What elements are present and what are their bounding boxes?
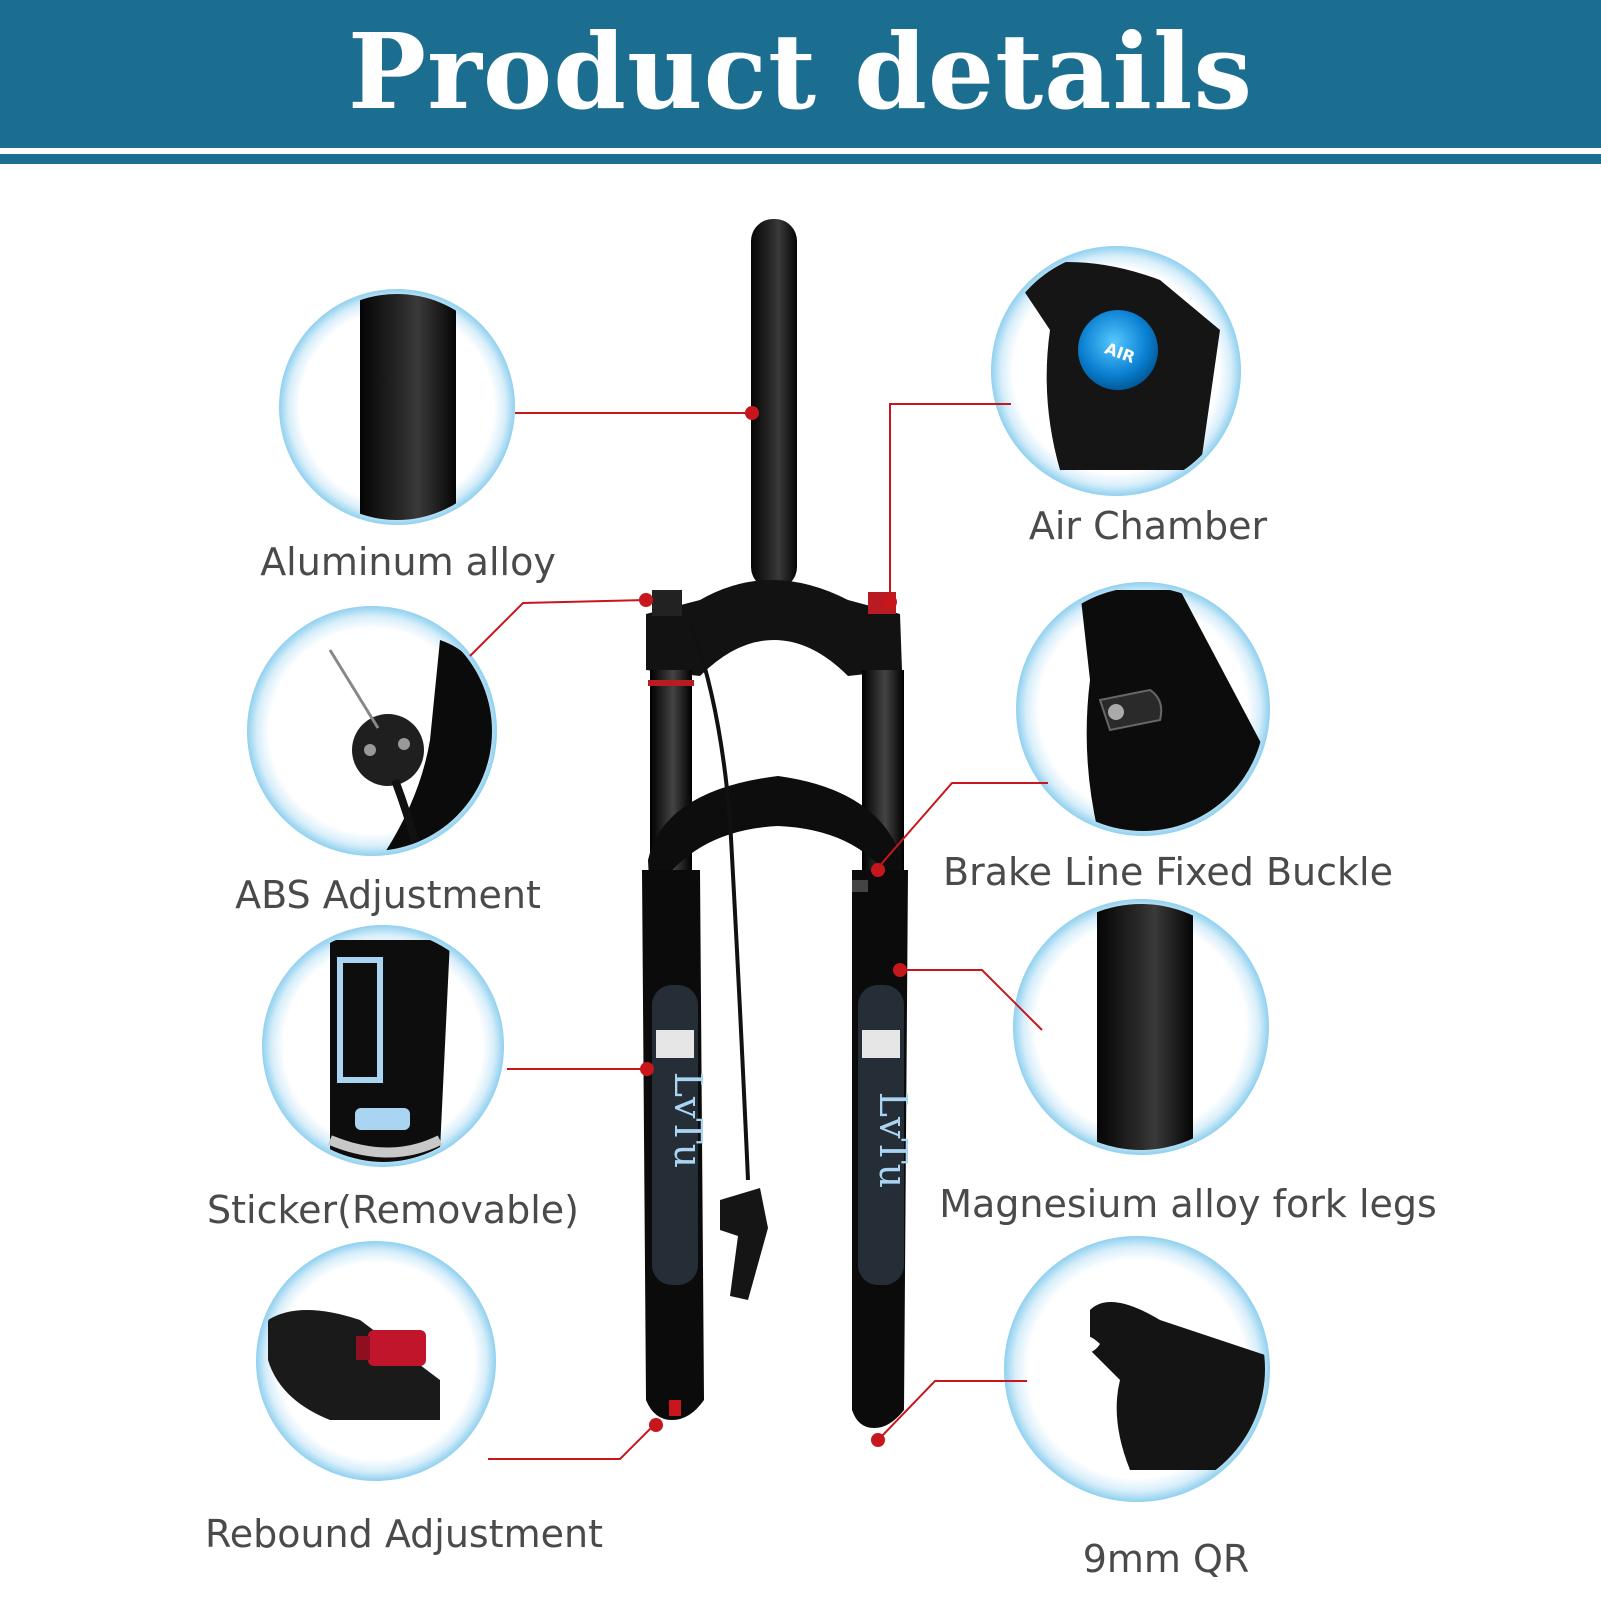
dot-air-chamber xyxy=(883,595,897,609)
fork-sticker-closeup-icon xyxy=(328,940,450,1162)
leader-line-rebound-adjustment xyxy=(488,1426,653,1460)
leader-line-brake-line-buckle xyxy=(875,782,1048,871)
right-sticker xyxy=(858,985,904,1285)
label-qr: 9mm QR xyxy=(1082,1537,1250,1581)
fork-arch xyxy=(648,776,902,900)
leader-lines xyxy=(469,403,1048,1460)
steerer-tube xyxy=(751,219,797,589)
dot-rebound-adjustment xyxy=(649,1418,663,1432)
label-air-chamber: Air Chamber xyxy=(1028,504,1268,548)
suspension-fork: LvTu LvTu xyxy=(642,219,915,1428)
header-banner: Product details xyxy=(0,0,1601,148)
label-rebound-adjustment: Rebound Adjustment xyxy=(205,1512,603,1556)
fork-crown xyxy=(646,580,902,676)
callout-circle-abs-adjustment xyxy=(247,606,497,856)
leader-line-air-chamber xyxy=(889,403,1011,602)
callout-circle-sticker xyxy=(262,925,504,1167)
dot-abs-adjustment xyxy=(639,593,653,607)
label-brake-line-buckle: Brake Line Fixed Buckle xyxy=(943,850,1393,894)
air-valve-cap-closeup-icon: AIR xyxy=(1010,262,1220,470)
label-abs-adjustment: ABS Adjustment xyxy=(235,873,541,917)
rebound-knob-closeup-icon xyxy=(268,1310,440,1420)
dot-qr xyxy=(871,1433,885,1447)
brake-buckle xyxy=(852,880,868,892)
page-title: Product details xyxy=(347,10,1254,133)
label-fork-legs: Magnesium alloy fork legs xyxy=(939,1182,1437,1226)
left-sticker xyxy=(652,985,698,1285)
left-top-cap xyxy=(652,590,682,616)
brake-line-buckle-closeup-icon xyxy=(1080,590,1265,831)
dropout-closeup-icon xyxy=(1074,1302,1265,1470)
left-sticker-text: LvTu xyxy=(666,1072,710,1169)
callout-circle-rebound-adjustment xyxy=(256,1241,496,1481)
leader-line-fork-legs xyxy=(900,969,1043,1031)
steerer-tube-closeup-icon xyxy=(360,294,456,520)
remote-lever xyxy=(720,1188,768,1300)
dot-aluminum-alloy xyxy=(745,406,759,420)
label-sticker: Sticker(Removable) xyxy=(207,1188,579,1232)
dot-fork-legs xyxy=(893,963,907,977)
fork-leg-closeup-icon xyxy=(1097,904,1193,1150)
callout-circle-fork-legs xyxy=(1013,899,1269,1155)
left-sticker-bike xyxy=(656,1030,694,1058)
leader-line-abs-adjustment xyxy=(469,599,647,657)
callout-circle-aluminum-alloy xyxy=(279,289,515,525)
callout-circle-qr xyxy=(1004,1236,1270,1502)
rebound-knob xyxy=(669,1400,681,1416)
dot-sticker xyxy=(640,1062,654,1076)
callout-circle-brake-line-buckle xyxy=(1016,582,1270,836)
right-sticker-bike xyxy=(862,1030,900,1058)
label-aluminum-alloy: Aluminum alloy xyxy=(260,540,556,584)
remote-cable xyxy=(688,621,750,1181)
dot-brake-line-buckle xyxy=(871,863,885,877)
left-stanchion-ring xyxy=(648,680,694,686)
leader-dots xyxy=(639,406,907,1447)
callout-circle-air-chamber: AIR xyxy=(991,246,1241,496)
right-sticker-text: LvTu xyxy=(871,1092,915,1189)
header-stripe xyxy=(0,154,1601,164)
leader-line-qr xyxy=(879,1380,1027,1439)
